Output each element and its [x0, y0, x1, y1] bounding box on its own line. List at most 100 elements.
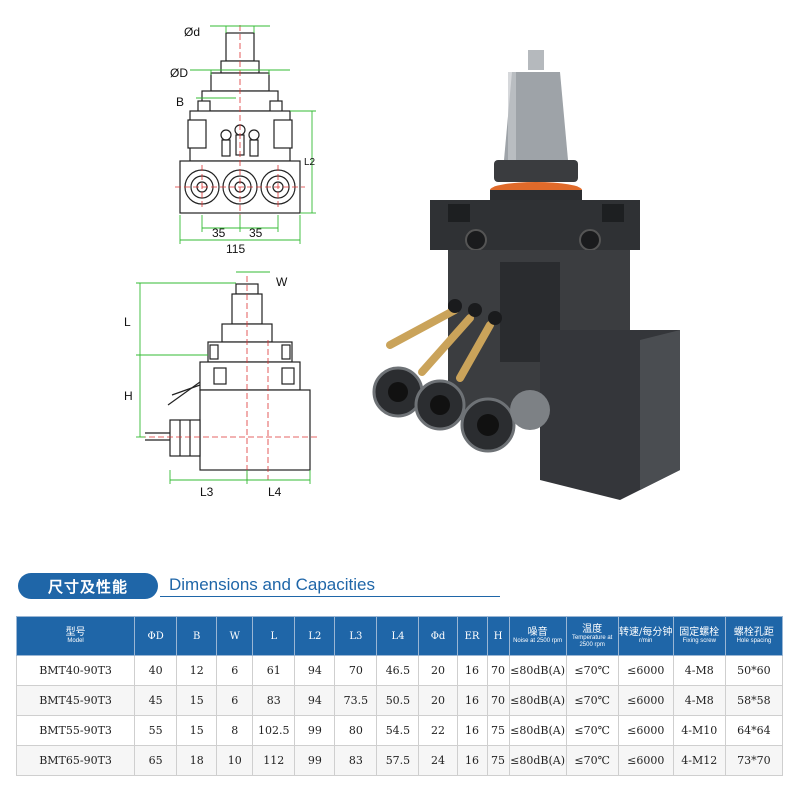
table-header-cell: ΦD	[134, 616, 178, 656]
model-cell: BMT65-90T3	[15, 745, 136, 776]
header-main-label: W	[229, 630, 240, 642]
table-cell: 40	[134, 655, 178, 686]
table-cell: 45	[134, 685, 178, 716]
table-cell: ≤70℃	[565, 655, 619, 686]
table-cell: 112	[252, 745, 296, 776]
table-cell: 55	[134, 715, 178, 746]
table-header-cell: W	[216, 616, 254, 656]
table-cell: 16	[456, 655, 488, 686]
table-cell: 94	[294, 685, 336, 716]
table-cell: 70	[486, 685, 510, 716]
table-cell: 24	[418, 745, 458, 776]
header-main-label: L	[270, 630, 278, 642]
table-cell: 99	[294, 715, 336, 746]
table-cell: 16	[456, 685, 488, 716]
table-cell: 75	[486, 745, 510, 776]
table-cell: 94	[294, 655, 336, 686]
technical-drawings: Ød ØD B L2 35 35 115 W L H L3 L4	[124, 25, 680, 500]
table-cell: ≤6000	[617, 655, 674, 686]
table-header-cell: ER	[456, 616, 488, 656]
table-cell: 50*60	[724, 655, 784, 686]
model-cell: BMT45-90T3	[15, 685, 136, 716]
table-cell: 4-M8	[672, 655, 726, 686]
table-header-cell: L3	[334, 616, 378, 656]
table-cell: 54.5	[376, 715, 420, 746]
table-cell: 20	[418, 655, 458, 686]
table-cell: 4-M12	[672, 745, 726, 776]
table-cell: ≤80dB(A)	[508, 685, 567, 716]
header-main-label: B	[193, 630, 201, 642]
header-main-label: ΦD	[147, 630, 164, 642]
table-cell: 58*58	[724, 685, 784, 716]
table-cell: 12	[176, 655, 218, 686]
table-cell: ≤70℃	[565, 685, 619, 716]
table-header-cell: L	[252, 616, 296, 656]
label-B: B	[176, 95, 184, 109]
header-main-label: 转速/每分钟	[619, 627, 673, 638]
model-cell: BMT55-90T3	[15, 715, 136, 746]
header-main-label: L2	[308, 630, 322, 642]
header-main-label: 型号	[65, 627, 86, 638]
header-sub-label: Noise at 2500 rpm	[513, 638, 563, 644]
label-D: ØD	[170, 66, 188, 80]
top-view-drawing	[179, 32, 301, 214]
table-cell: 80	[334, 715, 378, 746]
header-main-label: ER	[464, 630, 480, 642]
label-W: W	[276, 275, 288, 289]
label-L3: L3	[200, 485, 214, 499]
table-cell: ≤70℃	[565, 715, 619, 746]
header-main-label: L4	[391, 630, 405, 642]
table-cell: 46.5	[376, 655, 420, 686]
table-cell: 10	[216, 745, 254, 776]
header-sub-label: Model	[67, 638, 84, 644]
table-cell: 83	[334, 745, 378, 776]
table-cell: 18	[176, 745, 218, 776]
title-underline	[160, 596, 500, 597]
header-sub-label: Temperature at 2500 rpm	[571, 634, 613, 648]
table-header-cell: L2	[294, 616, 336, 656]
table-cell: 6	[216, 655, 254, 686]
model-cell: BMT40-90T3	[15, 655, 136, 686]
label-L: L	[124, 315, 131, 329]
table-cell: 65	[134, 745, 178, 776]
label-L2: L2	[304, 157, 316, 168]
table-cell: 102.5	[252, 715, 296, 746]
table-header-cell: B	[176, 616, 218, 656]
table-cell: 73*70	[724, 745, 784, 776]
table-header-cell: H	[486, 616, 510, 656]
tool-holder-photo	[372, 50, 680, 500]
table-cell: 70	[334, 655, 378, 686]
table-cell: ≤6000	[617, 715, 674, 746]
table-cell: 50.5	[376, 685, 420, 716]
label-spacing-1: 35	[212, 226, 226, 240]
table-cell: 4-M8	[672, 685, 726, 716]
label-H: H	[124, 389, 133, 403]
table-cell: 16	[456, 745, 488, 776]
label-L4: L4	[268, 485, 282, 499]
header-main-label: L3	[349, 630, 363, 642]
table-cell: 61	[252, 655, 296, 686]
section-title-cn: 尺寸及性能	[18, 573, 158, 599]
side-view-drawing	[145, 283, 311, 471]
header-sub-label: r/min	[639, 638, 653, 644]
table-header-cell: Φd	[418, 616, 458, 656]
header-sub-label: Hole spacing	[736, 638, 772, 644]
table-cell: 57.5	[376, 745, 420, 776]
header-main-label: 噪音	[527, 627, 548, 638]
table-cell: ≤80dB(A)	[508, 715, 567, 746]
table-cell: ≤6000	[617, 745, 674, 776]
header-main-label: 固定螺栓	[679, 627, 720, 638]
table-cell: 4-M10	[672, 715, 726, 746]
label-spacing-2: 35	[249, 226, 263, 240]
table-cell: ≤70℃	[565, 745, 619, 776]
